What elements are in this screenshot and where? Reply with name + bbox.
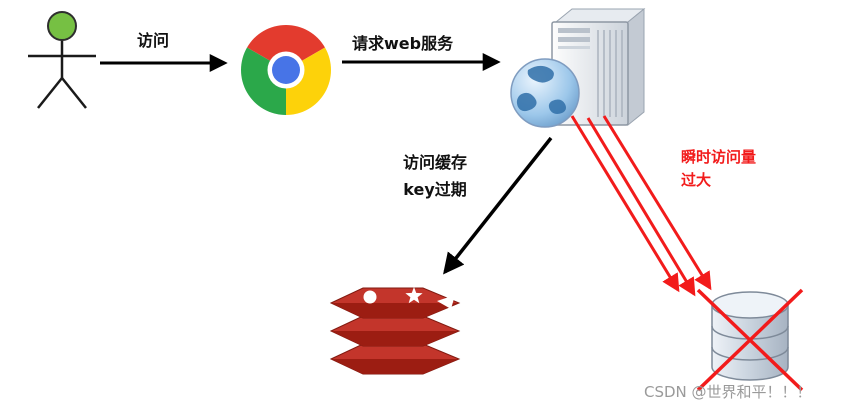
redis-cache-icon bbox=[329, 287, 461, 375]
diagram-arrows bbox=[100, 53, 712, 297]
x-mark-line bbox=[696, 288, 804, 392]
arrow-server-to-db-2 bbox=[586, 117, 696, 297]
arrow-server-to-redis bbox=[443, 136, 553, 275]
label-visit: 访问 bbox=[137, 31, 170, 50]
server-vents bbox=[597, 30, 623, 117]
label-cache-key-expired: 访问缓存 key过期 bbox=[383, 149, 487, 203]
label-traffic-line1: 瞬时访问量 bbox=[681, 148, 757, 166]
label-request-web-service: 请求web服务 bbox=[352, 34, 454, 53]
chrome-browser-icon bbox=[240, 24, 332, 116]
label-cache-line2: key过期 bbox=[403, 180, 467, 199]
redis-star-mark bbox=[405, 287, 423, 304]
redis-triangle-mark bbox=[437, 295, 455, 309]
user-head bbox=[47, 11, 77, 41]
chrome-red-segment bbox=[247, 25, 325, 70]
label-cache-line1: 访问缓存 bbox=[402, 153, 467, 172]
user-actor-icon bbox=[28, 11, 96, 109]
arrow-server-to-db-1 bbox=[570, 115, 680, 293]
chrome-blue-center bbox=[272, 56, 300, 84]
label-traffic-line2: 过大 bbox=[681, 171, 712, 189]
crossed-database-icon bbox=[696, 288, 804, 392]
watermark-text: CSDN @世界和平！！！ bbox=[644, 383, 812, 401]
arrow-server-to-db-3 bbox=[602, 115, 712, 291]
label-instant-traffic: 瞬时访问量 过大 bbox=[681, 146, 756, 192]
web-server-icon bbox=[510, 7, 646, 128]
redis-circle-mark bbox=[363, 290, 377, 304]
